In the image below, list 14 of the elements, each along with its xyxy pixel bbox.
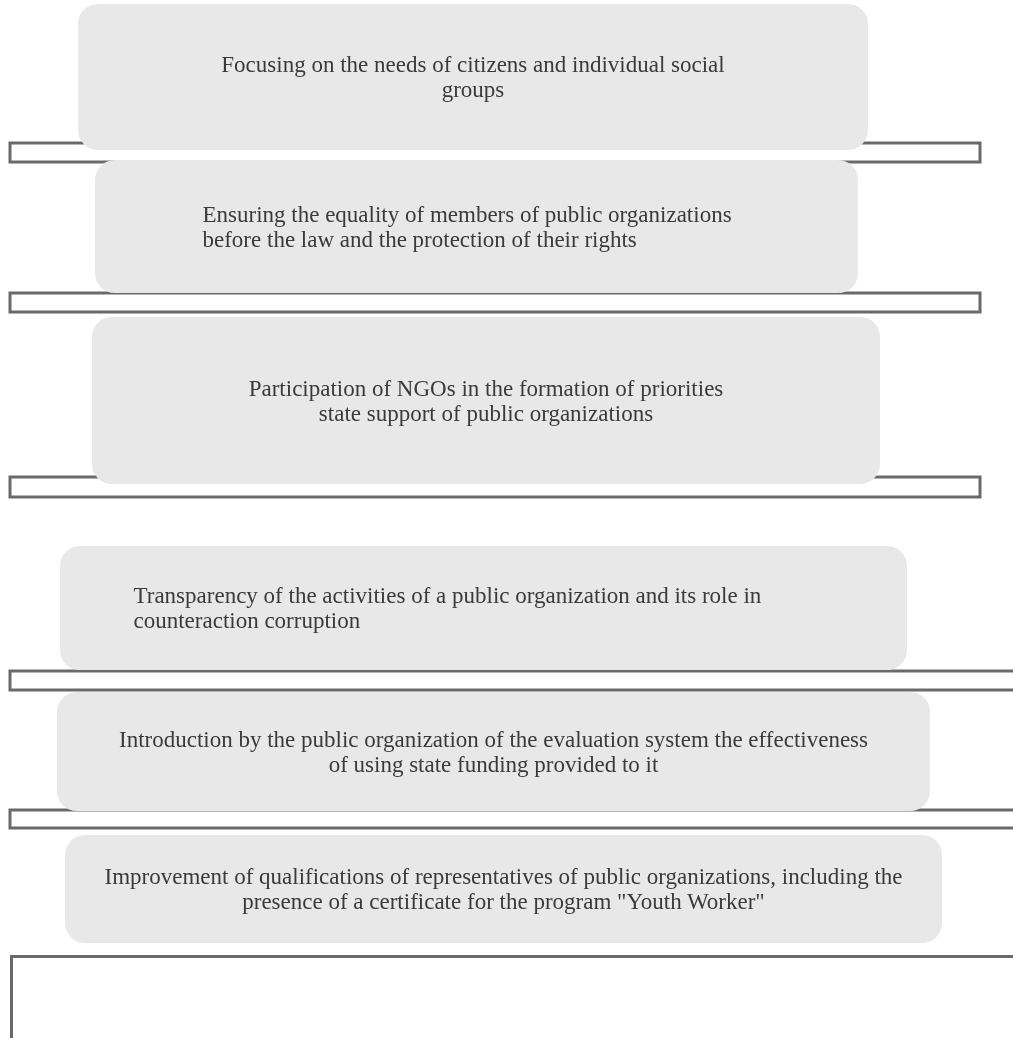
statement-text: Focusing on the needs of citizens and individual social groups xyxy=(220,52,726,102)
statement-box xyxy=(60,546,907,670)
statement-box xyxy=(92,317,880,484)
shelf-bar xyxy=(8,808,1013,830)
statement-box xyxy=(57,692,930,811)
statement-box xyxy=(95,160,858,293)
statement-text: Transparency of the activities of a public organization and its role in counteraction corruption xyxy=(133,583,763,633)
empty-frame xyxy=(10,955,1013,1038)
shelf-bar xyxy=(8,291,982,314)
statement-box xyxy=(78,4,868,150)
statement-text: Introduction by the public organization of the evaluation system the effectiveness of using state funding provided to it xyxy=(118,726,869,777)
statement-text: Participation of NGOs in the formation of priorities state support of public organizations xyxy=(247,375,725,426)
statement-text: Ensuring the equality of members of public organizations before the law and the protection of their rights xyxy=(202,201,733,252)
statement-text: Improvement of qualifications of representatives of public organizations, including the presence of a certificate for the program "Youth Worker" xyxy=(103,864,904,914)
